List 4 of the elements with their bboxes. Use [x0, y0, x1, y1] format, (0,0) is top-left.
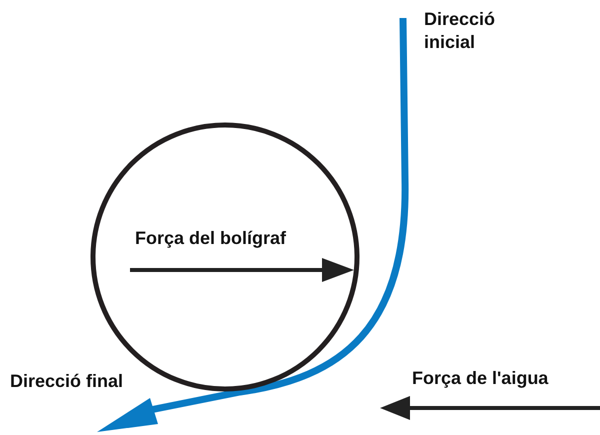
force-label: Força del bolígraf — [135, 227, 286, 250]
direction-label: Direcció final — [10, 370, 124, 393]
force-label: Força de l'aigua — [412, 367, 550, 390]
direction-label: Direcció inicial — [424, 8, 496, 54]
